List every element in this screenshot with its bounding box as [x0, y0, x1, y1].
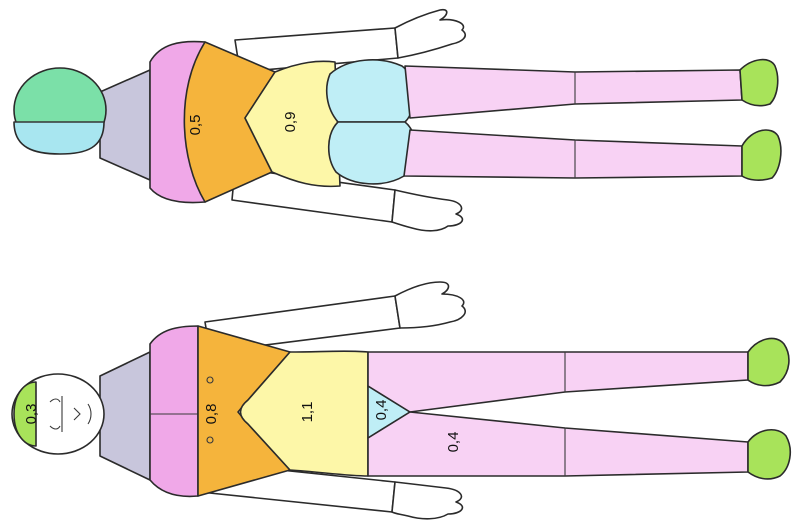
- front-neck: [100, 352, 150, 480]
- back-figure: 0,5 0,9: [14, 10, 781, 231]
- back-foot-bottom: [742, 130, 781, 180]
- front-foot-bottom: [748, 430, 790, 479]
- front-head-label: 0,3: [23, 404, 40, 425]
- front-leg-top: [368, 352, 748, 412]
- back-leg-bottom: [404, 130, 742, 178]
- front-chest-label: 0,8: [203, 404, 220, 425]
- back-neck: [100, 70, 150, 180]
- back-head-bottom: [14, 122, 104, 154]
- front-foot-top: [748, 338, 789, 385]
- front-figure: 0,3 0,8 1,1 0,4 0,4: [12, 282, 790, 519]
- back-buttock-top: [327, 60, 414, 122]
- back-hand-left: [395, 10, 465, 58]
- front-hand-left: [395, 282, 465, 328]
- front-shoulder-block: [150, 326, 198, 496]
- back-hand-right: [392, 190, 462, 231]
- back-lower-back-label: 0,9: [282, 112, 299, 133]
- back-leg-top: [405, 66, 742, 118]
- front-legs-label: 0,4: [445, 432, 462, 453]
- front-hand-right: [392, 482, 462, 519]
- back-upper-back-label: 0,5: [187, 115, 204, 136]
- front-genitals-label: 0,4: [373, 400, 390, 421]
- back-foot-top: [740, 60, 778, 106]
- front-abdomen-label: 1,1: [299, 402, 316, 423]
- front-leg-bottom: [368, 412, 748, 476]
- back-buttock-bottom: [329, 122, 416, 184]
